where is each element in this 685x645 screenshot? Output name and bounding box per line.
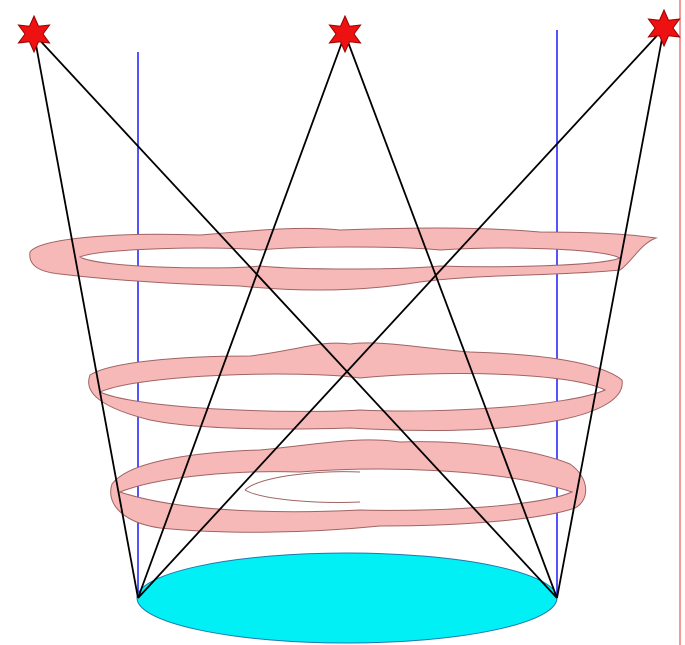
ray-right-star-to-right-base [556,27,665,599]
ray-right-star-to-left-base [137,27,665,599]
ring-middle [88,342,623,431]
ring-bottom-inner-arc [244,471,361,503]
stars [17,8,681,54]
base-ellipse [136,552,558,644]
ring-top [29,227,658,291]
red-star-icon-center [328,14,362,54]
ring-middle-band [88,342,623,431]
rings [29,227,658,533]
ray-center-star-to-right-base [344,33,558,599]
ring-top-band [29,227,658,291]
rays [33,27,665,599]
red-star-icon-right [647,8,681,48]
ray-center-star-to-left-base [137,33,346,599]
ray-left-star-to-right-base [33,33,558,599]
red-star-icon-left [17,14,51,54]
ray-left-star-to-left-base [33,33,139,599]
